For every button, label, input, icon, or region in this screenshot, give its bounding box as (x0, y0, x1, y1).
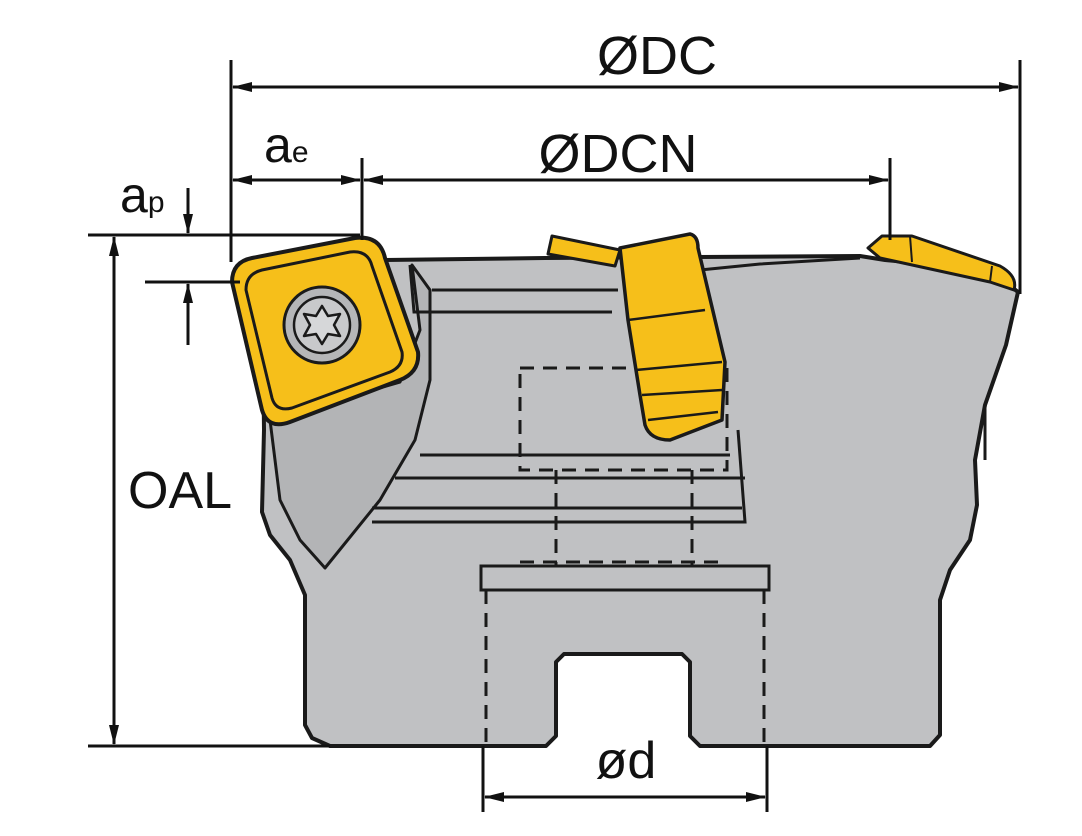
counterbore-ledge (479, 564, 771, 592)
dcn-label: ØDCN (539, 124, 698, 184)
dc-label: ØDC (597, 26, 717, 86)
ap-label-subscript: p (148, 186, 165, 219)
front-insert (230, 235, 421, 427)
middle-insert (546, 232, 727, 442)
torx-screw-icon (282, 285, 362, 365)
oal-label: OAL (128, 462, 232, 520)
ae-label: ae (264, 117, 309, 173)
ap-label: ap (120, 167, 165, 223)
dimension-lines (88, 60, 1022, 812)
dimension-labels: ØDC ØDCN ae ap OAL ød (120, 26, 717, 790)
ae-label-main: a (264, 117, 292, 173)
ap-label-main: a (120, 167, 148, 223)
chip-flute (268, 263, 432, 570)
cutter-body (260, 254, 1020, 748)
ae-label-subscript: e (292, 136, 309, 169)
body-contour-lines (372, 256, 987, 524)
d-label: ød (596, 732, 657, 790)
rear-insert (866, 234, 1017, 292)
